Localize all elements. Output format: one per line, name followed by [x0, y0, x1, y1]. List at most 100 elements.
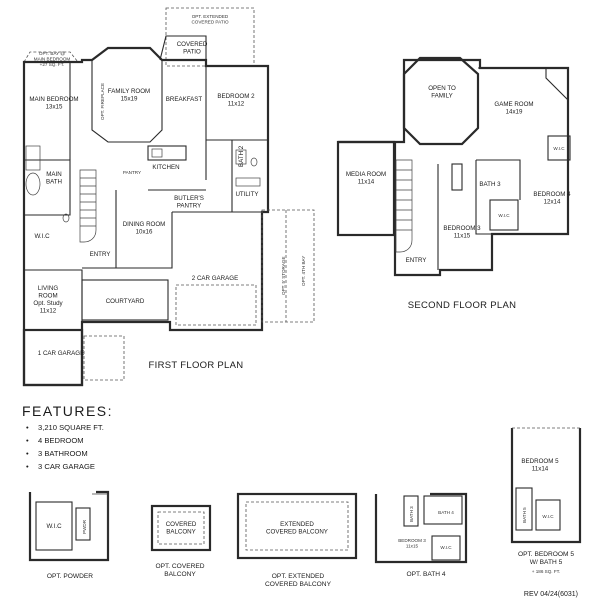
one-car-garage-outline: [22, 328, 84, 387]
entry-walls: [82, 212, 173, 269]
feature-bullet: •: [26, 462, 29, 471]
entry-label-2f: ENTRY: [406, 257, 427, 264]
label-line: Opt. Study: [33, 300, 63, 307]
label-line: BALCONY: [164, 571, 196, 578]
opt-bath-4-bath-4-label: BATH 4: [438, 510, 454, 515]
bath-2-label: BATH 2: [238, 145, 245, 167]
stair-treads-2: [396, 169, 412, 231]
features-title: FEATURES:: [22, 403, 113, 419]
label-line: COVERED BALCONY: [266, 528, 328, 535]
second-floor-outer-wall: [338, 58, 570, 277]
opt-bath-4-bath-3-label: BATH 3: [409, 506, 414, 522]
label-line: FAMILY ROOM: [108, 88, 150, 95]
label-line: OPT. BEDROOM 5: [518, 551, 574, 558]
wic-closet: [547, 135, 571, 161]
opt-bay-label: OPT. BAY @MAIN BEDROOM+27 SQ. FT.: [34, 51, 71, 67]
wic-label-2f: W.I.C: [553, 146, 565, 151]
bath-3-wall: [475, 160, 568, 235]
opt-bay-outline: [23, 51, 79, 63]
kitchen-label: KITCHEN: [152, 164, 179, 171]
label-line: BEDROOM 3: [443, 225, 481, 232]
label-line: COVERED BALCONY: [265, 581, 332, 588]
label-line: 12x14: [544, 198, 561, 205]
opt-bedroom-5-sqft: + 186 SQ. FT.: [532, 569, 560, 574]
label-line: 11x15: [406, 544, 419, 549]
features-list: • 3,210 SQUARE FT. • 4 BEDROOM • 3 BATHR…: [26, 423, 104, 471]
label-line: OPEN TO: [428, 85, 456, 92]
label-line: COVERED PATIO: [191, 20, 229, 25]
label-line: BUTLER'S: [174, 195, 204, 202]
label-line: DINING ROOM: [123, 221, 166, 228]
opt-powder-pwdr-label: PWDR: [82, 519, 87, 534]
feature-bullet: •: [26, 449, 29, 458]
kitchen-sink: [151, 148, 163, 158]
bath-2-toilet: [250, 157, 258, 167]
opt-powder-wic: [35, 501, 73, 551]
covered-balcony-outline: [150, 504, 212, 552]
label-line: 15x19: [121, 95, 138, 102]
opt-bedroom-5-wic-label: W.I.C: [542, 514, 554, 519]
bath-2-tub: [235, 177, 261, 187]
opt-bath-4-title: OPT. BATH 4: [406, 571, 445, 578]
wic-label: W.I.C: [34, 233, 50, 240]
label-line: COVERED: [166, 521, 197, 528]
label-line: PANTRY: [177, 202, 202, 209]
label-line: FAMILY: [431, 92, 453, 99]
label-line: 11x12: [228, 100, 245, 107]
label-line: 11x15: [454, 232, 471, 239]
opt-storage-label: OPT. 5' STORAGE: [281, 256, 286, 295]
label-line: BATH: [46, 178, 62, 185]
label-line: OPT. EXTENDED: [192, 14, 229, 19]
label-line: MEDIA ROOM: [346, 171, 386, 178]
opt-bedroom-5-outline: [510, 428, 582, 544]
opt-bath-4-wic: [431, 535, 461, 561]
label-line: OPT. EXTENDED: [272, 573, 325, 580]
feature-bullet: •: [26, 436, 29, 445]
courtyard-outline: [81, 279, 169, 321]
garage-door: [175, 284, 257, 326]
bath-3-label: BATH 3: [479, 181, 501, 188]
game-room-bay: [478, 67, 569, 101]
label-line: ROOM: [38, 292, 57, 299]
opt-bedroom-5-bath: [515, 487, 533, 531]
opt-powder-title: OPT. POWDER: [47, 573, 93, 580]
shower: [25, 145, 41, 171]
opt-powder-pwdr: [75, 507, 91, 541]
features-block: FEATURES: • 3,210 SQUARE FT. • 4 BEDROOM…: [22, 403, 113, 471]
label-line: COVERED: [177, 41, 208, 48]
media-room-outline: [336, 140, 396, 237]
tub: [25, 172, 41, 196]
open-to-family-octagon: [402, 56, 480, 146]
opt-4th-bay-label: OPT. 4TH BAY: [301, 256, 306, 286]
opt-powder: W.I.C PWDR OPT. POWDER: [28, 490, 110, 580]
label-line: 11x14: [358, 178, 375, 185]
label-line: BEDROOM 4: [533, 191, 571, 198]
feature-bullet: •: [26, 423, 29, 432]
second-floor-stairs: [395, 159, 413, 253]
label-line: LIVING: [38, 285, 58, 292]
opt-fireplace-label: OPT. FIREPLACE: [100, 83, 105, 120]
feature-item: 4 BEDROOM: [38, 436, 84, 445]
revision-label: REV 04/24(6031): [524, 591, 578, 598]
label-line: 11x12: [40, 307, 57, 314]
opt-bath-4-bath-4: [423, 495, 463, 525]
bath-2-vanity: [235, 149, 247, 165]
